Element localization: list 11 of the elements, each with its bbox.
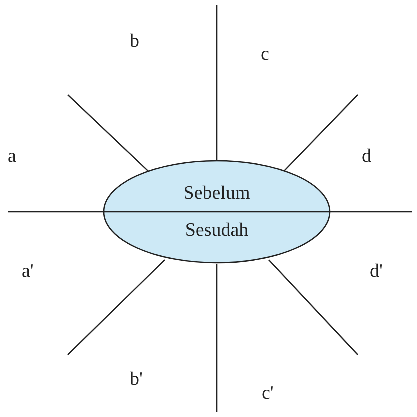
sector-letter: b xyxy=(130,32,140,51)
sector-letter: a xyxy=(8,147,16,166)
node-text: Sesudah xyxy=(185,221,249,240)
sector-letter: c' xyxy=(262,384,274,403)
sector-letter: d' xyxy=(370,262,383,281)
sector-letter: a' xyxy=(22,262,34,281)
node-text: Sebelum xyxy=(184,184,250,203)
sector-letter: b' xyxy=(130,370,143,389)
sector-letter: c xyxy=(261,45,270,64)
sector-letter: d xyxy=(362,147,372,166)
ellipse-node xyxy=(103,160,331,264)
